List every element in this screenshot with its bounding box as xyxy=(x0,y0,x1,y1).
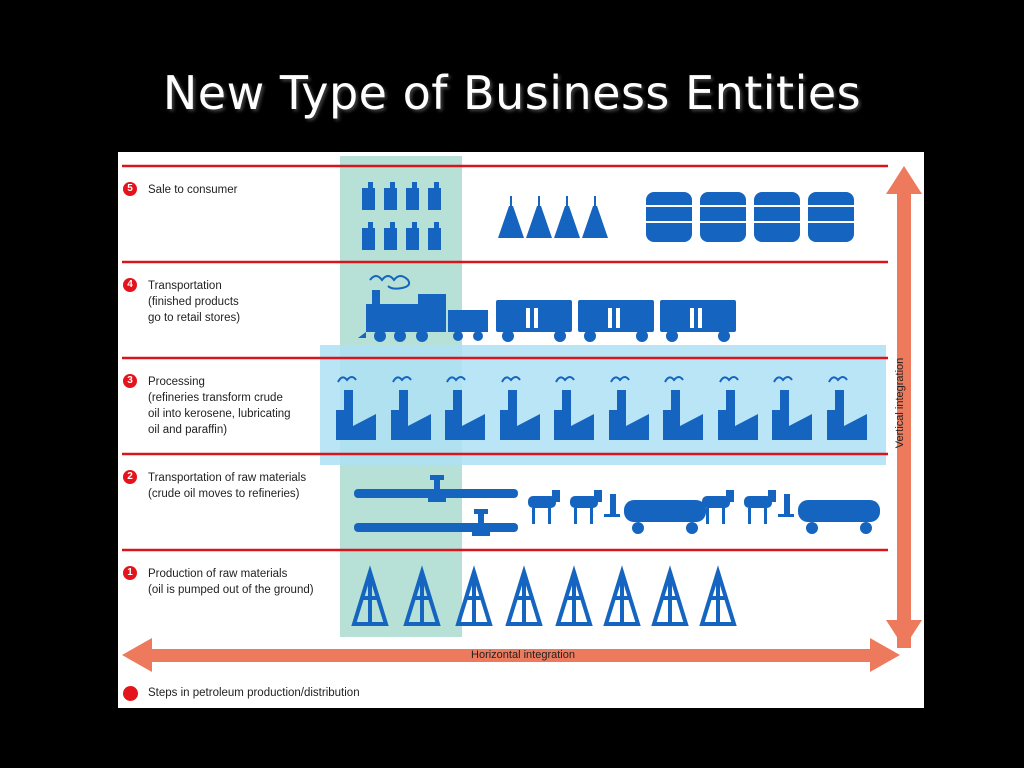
step-label: Sale to consumer xyxy=(148,184,238,196)
legend-label: Steps in petroleum production/distributi… xyxy=(148,687,360,699)
step-label: Production of raw materials (oil is pump… xyxy=(148,568,314,596)
step-label: Processing (refineries transform crude o… xyxy=(148,376,291,436)
legend-marker xyxy=(123,686,138,701)
oil-lamps xyxy=(498,196,608,238)
step-number-badge: 1 xyxy=(123,566,137,580)
step-divider-lines xyxy=(122,164,888,552)
horizontal-integration-band xyxy=(320,345,886,465)
step-number-badge: 4 xyxy=(123,278,137,292)
step-number-badge: 5 xyxy=(123,182,137,196)
step-number-badge: 3 xyxy=(123,374,137,388)
refineries xyxy=(336,376,867,440)
oil-cans xyxy=(362,182,441,250)
horizontal-arrow xyxy=(122,638,900,672)
oil-derricks xyxy=(351,565,737,626)
oil-barrels xyxy=(646,192,854,242)
steam-train xyxy=(358,275,736,342)
step-number-badge: 2 xyxy=(123,470,137,484)
vertical-integration-label: Vertical integration xyxy=(894,357,906,449)
step-label: Transportation (finished products go to … xyxy=(148,280,241,324)
step-label: Transportation of raw materials (crude o… xyxy=(148,472,307,500)
horizontal-integration-label: Horizontal integration xyxy=(471,649,575,661)
diagram-graphics xyxy=(122,156,922,672)
integration-diagram: 5 Sale to consumer 4 Transportation (fin… xyxy=(118,152,924,708)
slide-title: New Type of Business Entities xyxy=(162,66,862,120)
vertical-arrow xyxy=(886,166,922,648)
horse-wagons xyxy=(528,490,880,534)
pipelines xyxy=(354,475,518,536)
